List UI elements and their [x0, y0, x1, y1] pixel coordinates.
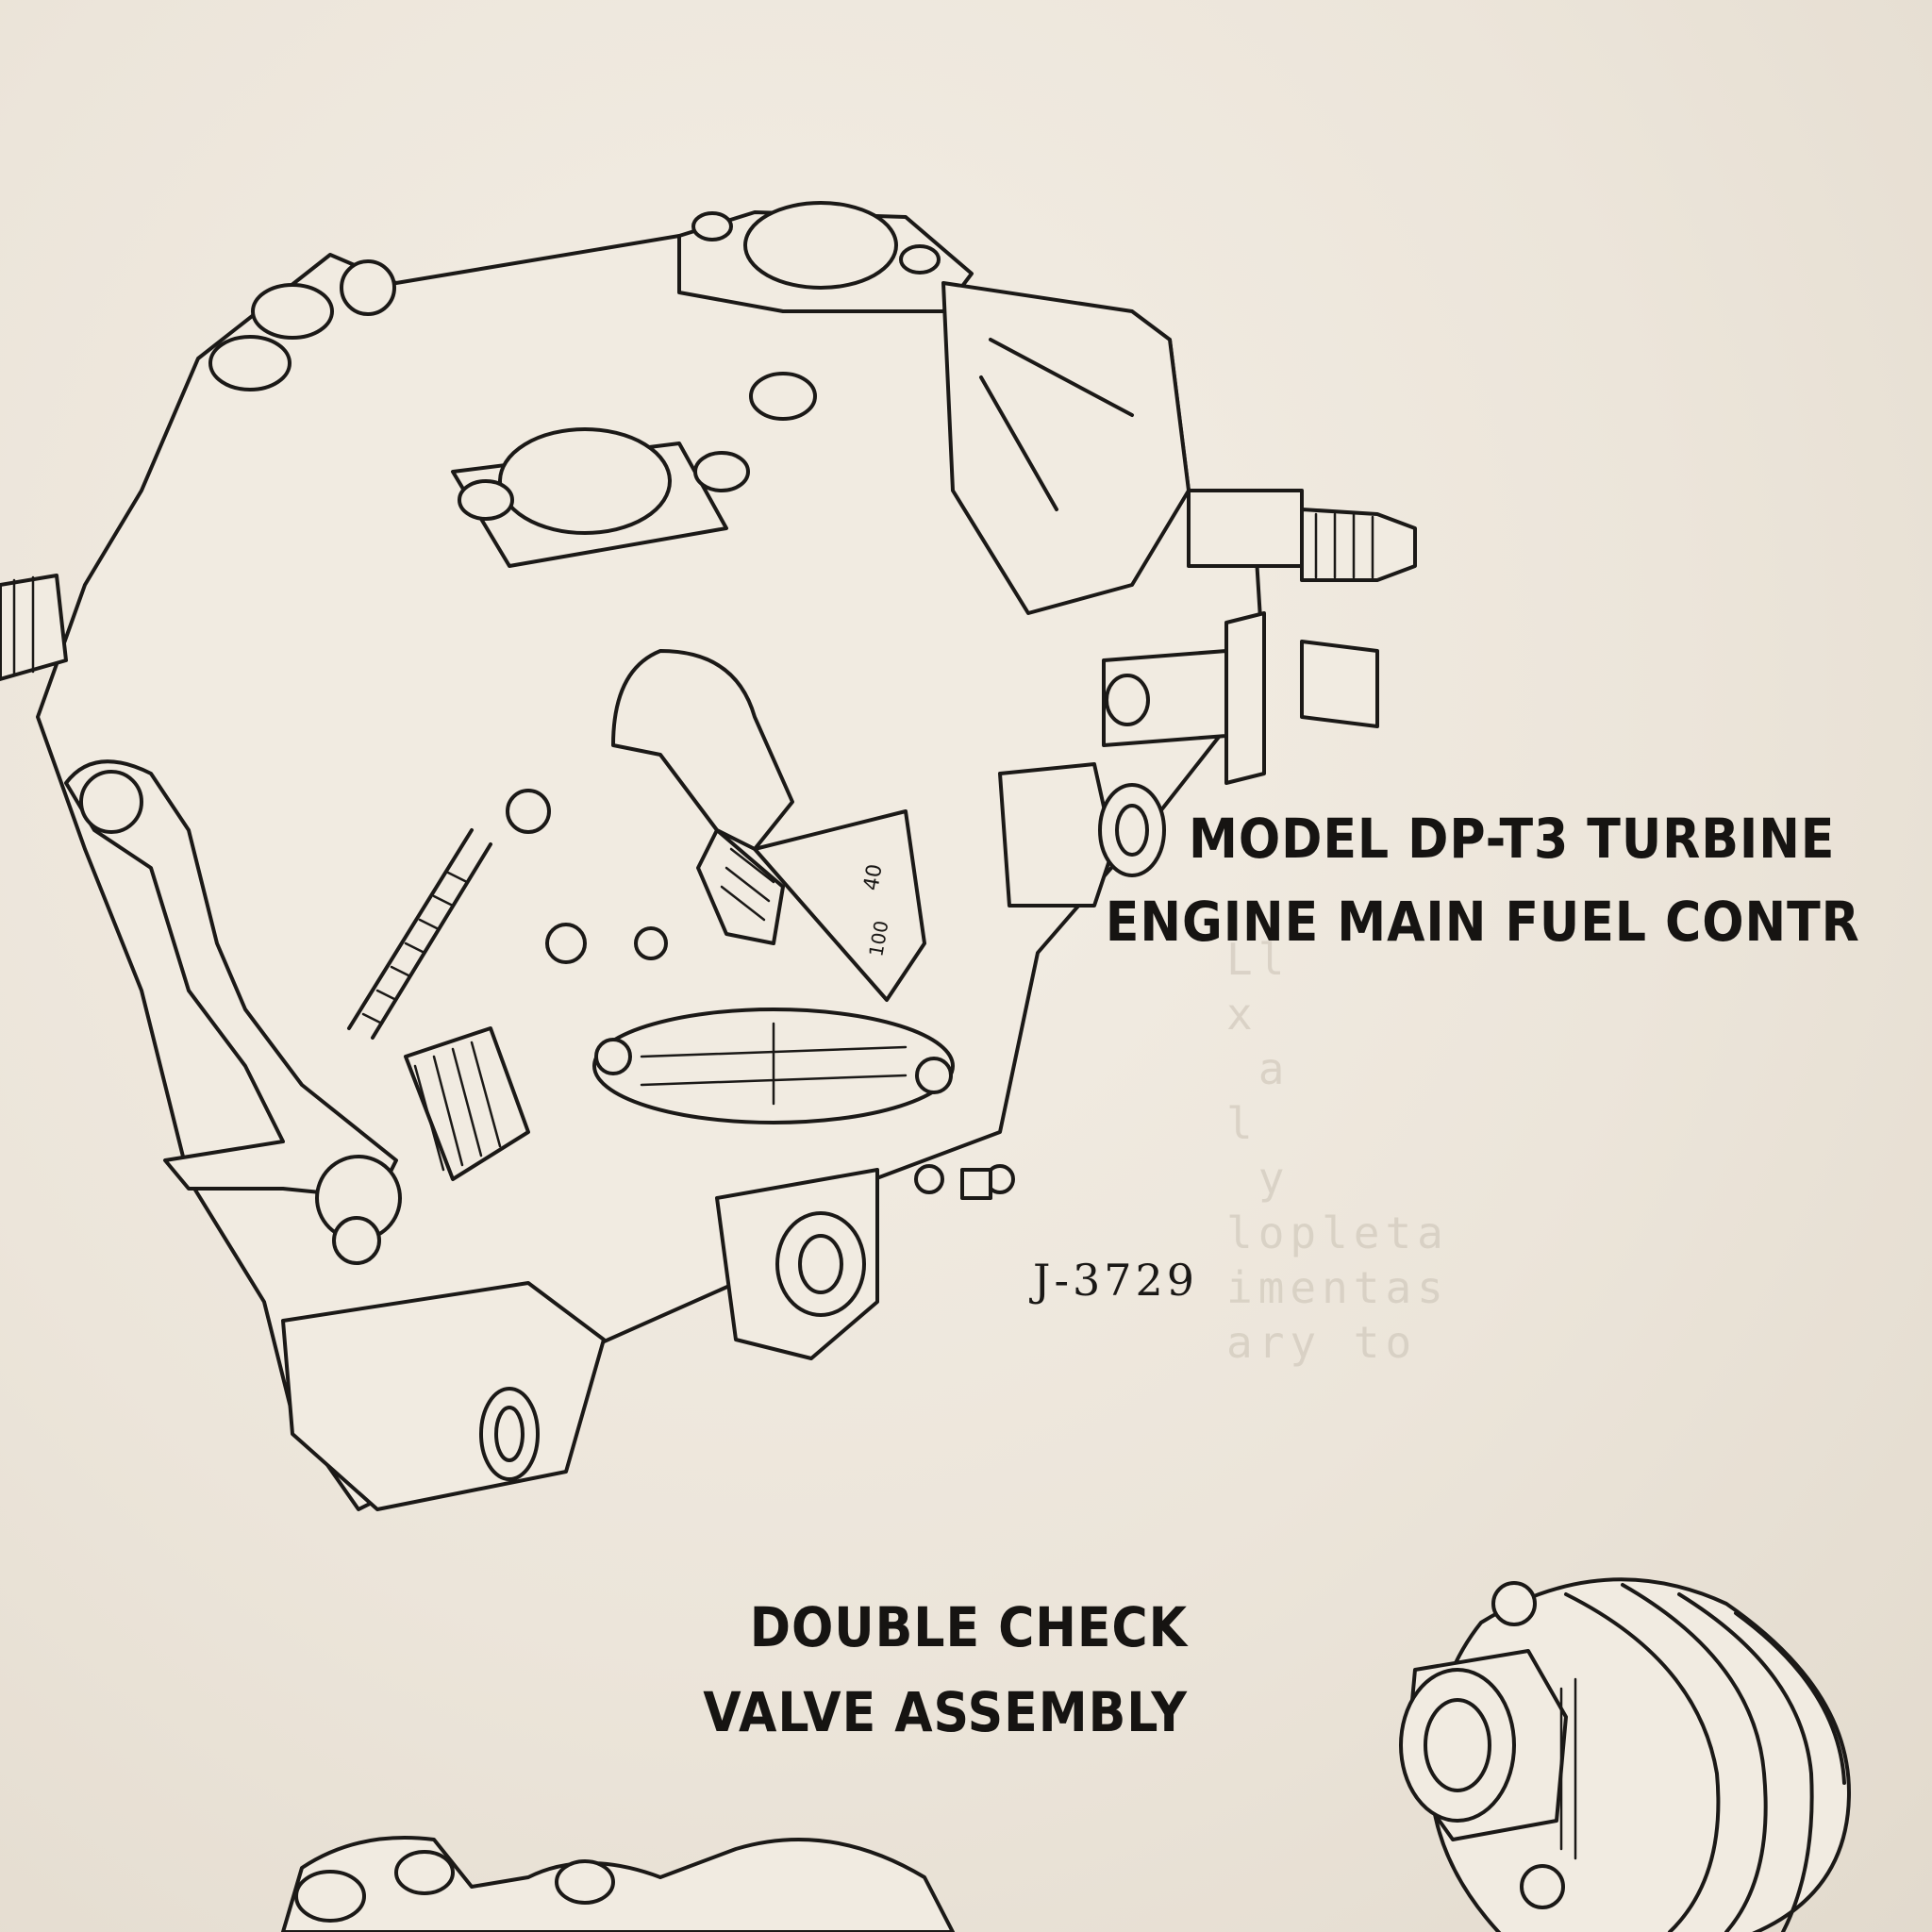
main-caption-line2: ENGINE MAIN FUEL CONTR	[1105, 890, 1860, 954]
scale-label-40: 40	[859, 862, 887, 892]
dcv-caption-line1: DOUBLE CHECK	[749, 1595, 1188, 1659]
bleed-through-text: Ll x a l y lopleta imentas ary to	[1226, 934, 1449, 1368]
main-figure-caption: MODEL DP-T3 TURBINE ENGINE MAIN FUEL CON…	[1106, 797, 1860, 963]
figure-number: J-3729	[1033, 1255, 1199, 1306]
double-check-valve-caption: DOUBLE CHECK VALVE ASSEMBLY	[689, 1585, 1188, 1755]
throttle-lever	[64, 759, 398, 1200]
dcv-caption-line2: VALVE ASSEMBLY	[703, 1680, 1188, 1744]
main-caption-line1: MODEL DP-T3 TURBINE	[1189, 807, 1836, 871]
